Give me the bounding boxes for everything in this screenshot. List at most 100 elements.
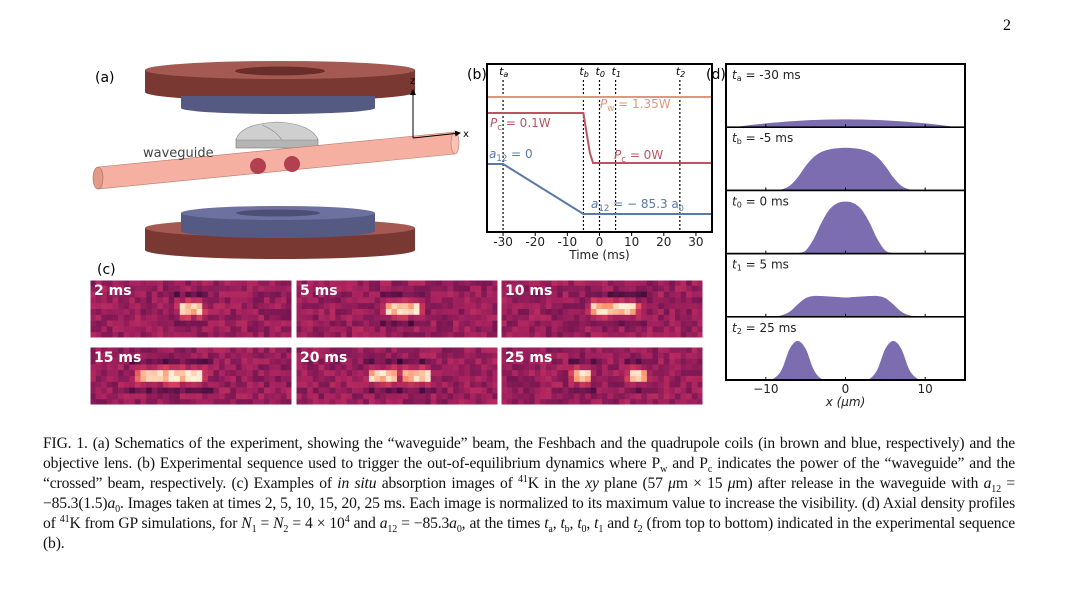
- event-marker-label: t2: [676, 65, 685, 79]
- density-profile-area: [726, 201, 965, 254]
- caption-segment: 4: [344, 513, 350, 525]
- caption-segment: t: [633, 515, 638, 532]
- x-tick-label: -10: [558, 235, 578, 249]
- image-time-label: 5 ms: [300, 283, 338, 299]
- profile-time-label: tb = -5 ms: [732, 131, 793, 146]
- series-line-a12: [487, 163, 712, 215]
- event-marker-label: t0: [596, 65, 605, 79]
- caption-segment: w: [660, 464, 668, 476]
- density-profile-area: [726, 341, 965, 381]
- caption-segment: a: [983, 475, 992, 492]
- event-marker-label: tb: [579, 65, 588, 79]
- a12-initial-label: a12 = 0: [489, 147, 533, 164]
- absorption-image: [89, 346, 293, 406]
- feshbach-coil-top: [145, 61, 415, 101]
- caption-segment: ,: [569, 515, 578, 532]
- caption-segment: N: [273, 515, 284, 532]
- quadrupole-coil-top: [181, 96, 375, 114]
- caption-segment: t: [544, 515, 549, 532]
- caption-segment: =: [256, 515, 274, 532]
- caption-segment: a: [449, 515, 457, 532]
- x-tick-label: 30: [688, 235, 703, 249]
- absorption-image: [89, 279, 293, 339]
- caption-segment: m) after release in the waveguide with: [735, 475, 984, 492]
- caption-segment: 0: [581, 524, 587, 536]
- atom-cloud-1: [250, 158, 266, 174]
- profile-time-label: t1 = 5 ms: [732, 258, 789, 273]
- caption-segment: FIG. 1. (a) Schematics of the experiment…: [43, 435, 1015, 472]
- x-tick-label: −10: [753, 382, 778, 396]
- plot-frame: [725, 63, 966, 381]
- page-number: 2: [1003, 17, 1011, 34]
- caption-segment: . Images taken at times 2, 5, 10, 15, 20…: [43, 495, 1015, 532]
- x-tick-label: -30: [493, 235, 513, 249]
- x-axis-title: x (μm): [825, 395, 866, 409]
- pc-high-label: Pc = 0.1W: [490, 116, 551, 133]
- x-tick-label: 20: [656, 235, 671, 249]
- absorption-image: [295, 279, 499, 339]
- caption-segment: ,: [552, 515, 561, 532]
- caption-segment: ,: [586, 515, 595, 532]
- caption-segment: in situ: [337, 475, 377, 492]
- caption-segment: t: [594, 515, 599, 532]
- caption-segment: t: [577, 515, 582, 532]
- caption-segment: 12: [991, 484, 1001, 496]
- caption-segment: 12: [387, 524, 398, 536]
- caption-segment: N: [241, 515, 252, 532]
- x-tick-label: 0: [596, 235, 604, 249]
- pw-label: Pw = 1.35W: [600, 97, 671, 114]
- image-time-label: 2 ms: [94, 283, 132, 299]
- caption-segment: a: [107, 495, 116, 512]
- caption-segment: 1: [598, 524, 604, 536]
- event-marker-label: ta: [499, 65, 508, 79]
- waveguide-beam: [92, 131, 460, 190]
- profile-time-label: t2 = 25 ms: [732, 321, 797, 336]
- waveguide-label: waveguide: [143, 146, 214, 161]
- caption-segment: t: [560, 515, 565, 532]
- caption-segment: 0: [115, 504, 120, 516]
- absorption-image: [295, 346, 499, 406]
- caption-segment: 2: [637, 524, 643, 536]
- x-tick-label: 10: [918, 382, 933, 396]
- absorption-image: [500, 279, 704, 339]
- caption-segment: indicates the power of the “waveguide” a…: [43, 455, 1016, 492]
- caption-segment: K in the: [527, 475, 586, 492]
- caption-segment: m × 15: [675, 475, 728, 492]
- caption-segment: = −85.3(1.5): [43, 475, 1015, 512]
- profile-time-label: t0 = 0 ms: [732, 194, 789, 209]
- caption-segment: 41: [518, 473, 528, 485]
- caption-segment: 2: [283, 524, 289, 536]
- image-time-label: 10 ms: [505, 283, 552, 299]
- a12-final-label: a12 = − 85.3 a0: [591, 197, 684, 214]
- profile-time-label: ta = -30 ms: [732, 68, 801, 83]
- density-profile-area: [726, 119, 965, 128]
- quadrupole-coil-bottom: [181, 206, 375, 238]
- x-tick-label: 10: [624, 235, 639, 249]
- panel-d-density-profiles: (d) ta = -30 ms tb = -5 ms t0 = 0 ms t1 = 5…: [706, 63, 966, 409]
- caption-segment: , at the times: [461, 515, 545, 532]
- caption-segment: xy: [585, 475, 599, 492]
- atom-cloud-2: [284, 156, 300, 172]
- caption-segment: (from top to bottom) indicated in the ex…: [43, 515, 1015, 552]
- panel-d-label: (d): [706, 67, 726, 83]
- z-axis-label: z: [410, 76, 415, 87]
- caption-segment: and P: [667, 455, 708, 472]
- caption-segment: μ: [668, 475, 676, 492]
- figure-caption: FIG. 1. (a) Schematics of the experiment…: [43, 434, 1015, 554]
- coordinate-axes: z x: [410, 76, 469, 140]
- x-axis-label: x: [463, 129, 469, 140]
- x-tick-label: 0: [842, 382, 850, 396]
- objective-lens: [235, 121, 319, 149]
- caption-segment: a: [548, 524, 553, 536]
- absorption-image: [500, 346, 704, 406]
- series-line-Pc: [487, 112, 712, 164]
- panel-a-label: (a): [95, 70, 115, 86]
- image-time-label: 15 ms: [94, 350, 141, 366]
- caption-segment: b: [564, 524, 570, 536]
- event-marker-label: t1: [612, 65, 621, 79]
- caption-segment: 0: [456, 524, 462, 536]
- panel-b-label: (b): [467, 67, 487, 83]
